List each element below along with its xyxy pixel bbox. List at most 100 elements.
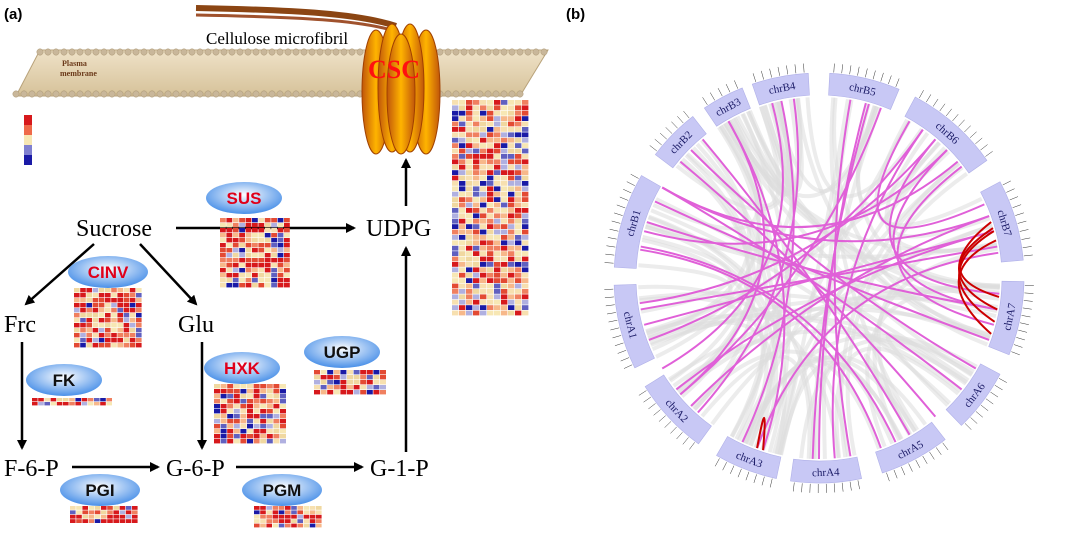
gene-tick bbox=[617, 350, 627, 354]
enzyme-pgi: PGI bbox=[60, 474, 140, 506]
synteny-link-pink bbox=[690, 149, 977, 370]
synteny-link-pink bbox=[646, 221, 998, 311]
metabolite-g6p: G-6-P bbox=[166, 456, 225, 482]
synteny-link-pink bbox=[643, 230, 995, 326]
gene-tick bbox=[985, 151, 993, 157]
gene-tick bbox=[1022, 307, 1032, 310]
gene-tick bbox=[626, 181, 635, 186]
gene-tick bbox=[803, 63, 805, 73]
chromosome-chrB7 bbox=[980, 181, 1024, 263]
gene-tick bbox=[658, 415, 666, 422]
gene-tick bbox=[964, 423, 972, 430]
synteny-link-pink bbox=[640, 248, 882, 449]
gene-tick bbox=[1017, 220, 1027, 224]
csc-complex bbox=[361, 23, 441, 155]
gene-tick bbox=[970, 417, 978, 424]
gene-tick bbox=[1022, 246, 1032, 248]
synteny-link-pink bbox=[697, 98, 800, 414]
gene-tick bbox=[670, 426, 677, 434]
synteny-link-pink bbox=[833, 99, 852, 457]
pathway-diagram: Plasma membrane Cellulose microfibril CS… bbox=[4, 5, 549, 528]
gene-tick bbox=[929, 451, 935, 460]
synteny-link-pink bbox=[892, 149, 998, 311]
gene-tick bbox=[623, 364, 633, 369]
gene-tick bbox=[606, 245, 616, 248]
gene-tick bbox=[1012, 204, 1022, 208]
metabolite-sucrose: Sucrose bbox=[76, 216, 152, 242]
heatmap-hxk bbox=[214, 384, 286, 444]
gene-tick bbox=[1018, 329, 1028, 333]
gene-tick bbox=[734, 80, 739, 89]
synteny-link-gray bbox=[655, 97, 803, 359]
synteny-link-gray bbox=[638, 284, 841, 459]
metabolite-f6p: F-6-P bbox=[4, 456, 59, 482]
gene-tick bbox=[919, 90, 924, 99]
svg-text:SUS: SUS bbox=[227, 189, 262, 208]
chromosome-label: chrB5 bbox=[848, 81, 877, 99]
synteny-link-pink bbox=[661, 102, 784, 370]
gene-tick bbox=[620, 357, 630, 362]
chromosome-chrB5 bbox=[828, 72, 900, 110]
gene-tick bbox=[682, 437, 689, 445]
gene-tick bbox=[722, 462, 727, 471]
gene-tick bbox=[664, 421, 672, 428]
gene-tick bbox=[610, 327, 620, 331]
chromosome-chrA2 bbox=[644, 374, 712, 445]
gene-tick bbox=[849, 481, 852, 491]
synteny-link-pink bbox=[661, 186, 963, 391]
gene-tick bbox=[654, 138, 662, 146]
synteny-link-pink bbox=[675, 230, 995, 391]
synteny-link-gray bbox=[761, 162, 961, 451]
gene-tick bbox=[752, 73, 757, 83]
gene-tick bbox=[939, 103, 946, 112]
color-scale-legend bbox=[24, 115, 32, 165]
enzyme-sus: SUS bbox=[206, 182, 282, 214]
synteny-link-pink bbox=[727, 120, 786, 451]
gene-tick bbox=[969, 131, 977, 139]
synteny-link-gray bbox=[735, 115, 1000, 301]
gene-tick bbox=[849, 65, 852, 75]
gene-tick bbox=[643, 396, 652, 403]
synteny-link-pink bbox=[643, 149, 948, 245]
gene-tick bbox=[605, 253, 615, 256]
gene-tick bbox=[737, 468, 742, 478]
chromosome-label: chrA4 bbox=[812, 466, 840, 479]
gene-tick bbox=[745, 471, 750, 481]
svg-text:FK: FK bbox=[53, 371, 76, 390]
gene-tick bbox=[659, 132, 667, 140]
arrow-sucrose-frc bbox=[24, 243, 95, 306]
gene-tick bbox=[1023, 254, 1033, 257]
gene-tick bbox=[865, 68, 868, 78]
gene-tick bbox=[725, 83, 731, 93]
gene-tick bbox=[841, 64, 843, 74]
gene-tick bbox=[709, 92, 715, 101]
gene-tick bbox=[975, 411, 983, 418]
enzyme-cinv: CINV bbox=[68, 256, 148, 288]
gene-tick bbox=[608, 319, 618, 323]
chromosome-chrA4 bbox=[790, 456, 862, 484]
gene-tick bbox=[630, 173, 639, 179]
gene-tick bbox=[769, 68, 772, 78]
gene-tick bbox=[638, 390, 647, 396]
synteny-link-pink bbox=[896, 165, 995, 326]
gene-tick bbox=[886, 472, 890, 482]
heatmap-ugp bbox=[314, 370, 386, 395]
gene-tick bbox=[1020, 322, 1029, 325]
gene-tick bbox=[614, 342, 624, 346]
csc-label: CSC bbox=[368, 55, 420, 84]
svg-text:PGM: PGM bbox=[263, 481, 302, 500]
membrane-label-line1: Plasma bbox=[62, 59, 87, 68]
gene-tick bbox=[649, 145, 657, 152]
gene-tick bbox=[653, 409, 661, 416]
gene-tick bbox=[980, 144, 988, 151]
gene-tick bbox=[648, 403, 656, 410]
gene-tick bbox=[792, 482, 795, 492]
gene-tick bbox=[1002, 180, 1011, 186]
synteny-link-pink bbox=[661, 186, 990, 243]
synteny-link-pink bbox=[876, 120, 985, 229]
chromosome-chrA1 bbox=[613, 284, 655, 369]
gene-tick bbox=[777, 66, 780, 76]
synteny-link-gray bbox=[746, 110, 992, 338]
cellulose-label: Cellulose microfibril bbox=[206, 29, 348, 48]
